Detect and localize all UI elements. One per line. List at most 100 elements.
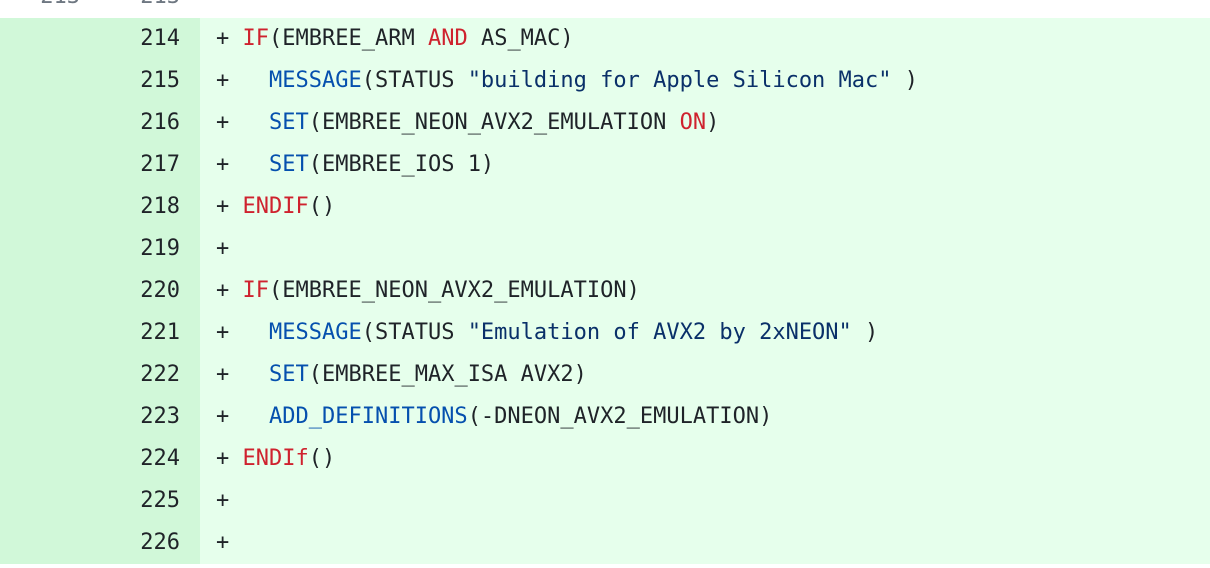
addition-marker: + [216,278,243,303]
addition-marker: + [216,446,243,471]
new-line-number[interactable]: 219 [100,228,200,270]
code-line: + ADD_DEFINITIONS(-DNEON_AVX2_EMULATION) [200,396,1210,438]
new-line-number[interactable]: 222 [100,354,200,396]
diff-added-row: 225 + [0,480,1210,522]
code-line: + MESSAGE(STATUS "building for Apple Sil… [200,60,1210,102]
new-line-number[interactable]: 221 [100,312,200,354]
code-token-str: "Emulation of AVX2 by 2xNEON" [467,320,852,345]
code-token-plain: (STATUS [361,68,468,93]
addition-marker: + [216,236,243,261]
new-line-number[interactable]: 213 [100,0,200,18]
addition-marker: + [216,194,243,219]
code-token-plain [243,152,270,177]
diff-added-row: 221 + MESSAGE(STATUS "Emulation of AVX2 b… [0,312,1210,354]
code-token-fn: MESSAGE [269,320,362,345]
new-line-number[interactable]: 216 [100,102,200,144]
new-line-number[interactable]: 220 [100,270,200,312]
old-line-number-empty [0,480,100,522]
diff-added-row: 220+ IF(EMBREE_NEON_AVX2_EMULATION) [0,270,1210,312]
diff-added-row: 215+ MESSAGE(STATUS "building for Apple … [0,60,1210,102]
old-line-number-empty [0,102,100,144]
code-token-plain: () [308,194,336,219]
old-line-number-empty [0,228,100,270]
code-token-plain: ) [706,110,720,135]
code-token-kw: ENDIf [242,446,309,471]
new-line-number[interactable]: 226 [100,522,200,564]
code-token-fn: SET [269,362,309,387]
code-token-kw: AND [427,26,468,51]
code-token-kw: ENDIF [242,194,309,219]
new-line-number[interactable]: 223 [100,396,200,438]
code-token-plain: (EMBREE_MAX_ISA AVX2) [308,362,587,387]
code-line: + [200,522,1210,564]
code-token-kw: IF [242,278,270,303]
code-token-fn: ADD_DEFINITIONS [269,404,468,429]
code-token-plain [243,320,270,345]
addition-marker: + [216,152,243,177]
old-line-number-empty [0,18,100,60]
code-token-plain: (EMBREE_NEON_AVX2_EMULATION) [269,278,640,303]
code-token-plain: (STATUS [361,320,468,345]
code-token-str: "building for Apple Silicon Mac" [467,68,892,93]
diff-added-row: 226 + [0,522,1210,564]
diff-added-row: 219 + [0,228,1210,270]
old-line-number-empty [0,438,100,480]
addition-marker: + [216,320,243,345]
code-token-fn: MESSAGE [269,68,362,93]
old-line-number-empty [0,144,100,186]
code-line: + IF(EMBREE_NEON_AVX2_EMULATION) [200,270,1210,312]
new-line-number[interactable]: 217 [100,144,200,186]
diff-context-row: 213 213 [0,0,1210,18]
code-token-plain: () [308,446,336,471]
code-line: + IF(EMBREE_ARM AND AS_MAC) [200,18,1210,60]
code-token-plain: (-DNEON_AVX2_EMULATION) [467,404,773,429]
old-line-number[interactable]: 213 [0,0,100,18]
code-token-plain [243,362,270,387]
code-token-plain: (EMBREE_ARM [269,26,428,51]
new-line-number[interactable]: 225 [100,480,200,522]
old-line-number-empty [0,522,100,564]
new-line-number[interactable]: 224 [100,438,200,480]
diff-added-row: 218+ ENDIF() [0,186,1210,228]
code-token-plain: ) [851,320,879,345]
code-token-plain: ) [891,68,919,93]
new-line-number[interactable]: 214 [100,18,200,60]
addition-marker: + [216,530,243,555]
old-line-number-empty [0,270,100,312]
diff-added-row: 214+ IF(EMBREE_ARM AND AS_MAC) [0,18,1210,60]
code-line: + ENDIf() [200,438,1210,480]
code-line: + [200,480,1210,522]
diff-added-row: 222+ SET(EMBREE_MAX_ISA AVX2) [0,354,1210,396]
addition-marker: + [216,110,243,135]
old-line-number-empty [0,312,100,354]
addition-marker: + [216,26,243,51]
addition-marker: + [216,68,243,93]
code-token-plain [243,68,270,93]
old-line-number-empty [0,354,100,396]
code-token-kw: IF [242,26,270,51]
code-token-plain [243,110,270,135]
addition-marker: + [216,362,243,387]
addition-marker: + [216,488,243,513]
diff-added-row: 216+ SET(EMBREE_NEON_AVX2_EMULATION ON) [0,102,1210,144]
code-line: + [200,228,1210,270]
code-line: + ENDIF() [200,186,1210,228]
code-token-plain: (EMBREE_NEON_AVX2_EMULATION [308,110,680,135]
new-line-number[interactable]: 215 [100,60,200,102]
code-token-fn: SET [269,110,309,135]
addition-marker: + [216,404,243,429]
code-token-kw: ON [679,110,707,135]
diff-added-row: 224+ ENDIf() [0,438,1210,480]
code-token-plain: AS_MAC) [467,26,574,51]
code-line: + SET(EMBREE_NEON_AVX2_EMULATION ON) [200,102,1210,144]
new-line-number[interactable]: 218 [100,186,200,228]
code-line: + SET(EMBREE_MAX_ISA AVX2) [200,354,1210,396]
old-line-number-empty [0,186,100,228]
code-token-plain: (EMBREE_IOS 1) [308,152,495,177]
code-token-fn: SET [269,152,309,177]
diff-added-row: 223+ ADD_DEFINITIONS(-DNEON_AVX2_EMULATI… [0,396,1210,438]
diff-added-row: 217+ SET(EMBREE_IOS 1) [0,144,1210,186]
code-line: + SET(EMBREE_IOS 1) [200,144,1210,186]
added-lines: 214+ IF(EMBREE_ARM AND AS_MAC)215+ MESSA… [0,18,1210,564]
